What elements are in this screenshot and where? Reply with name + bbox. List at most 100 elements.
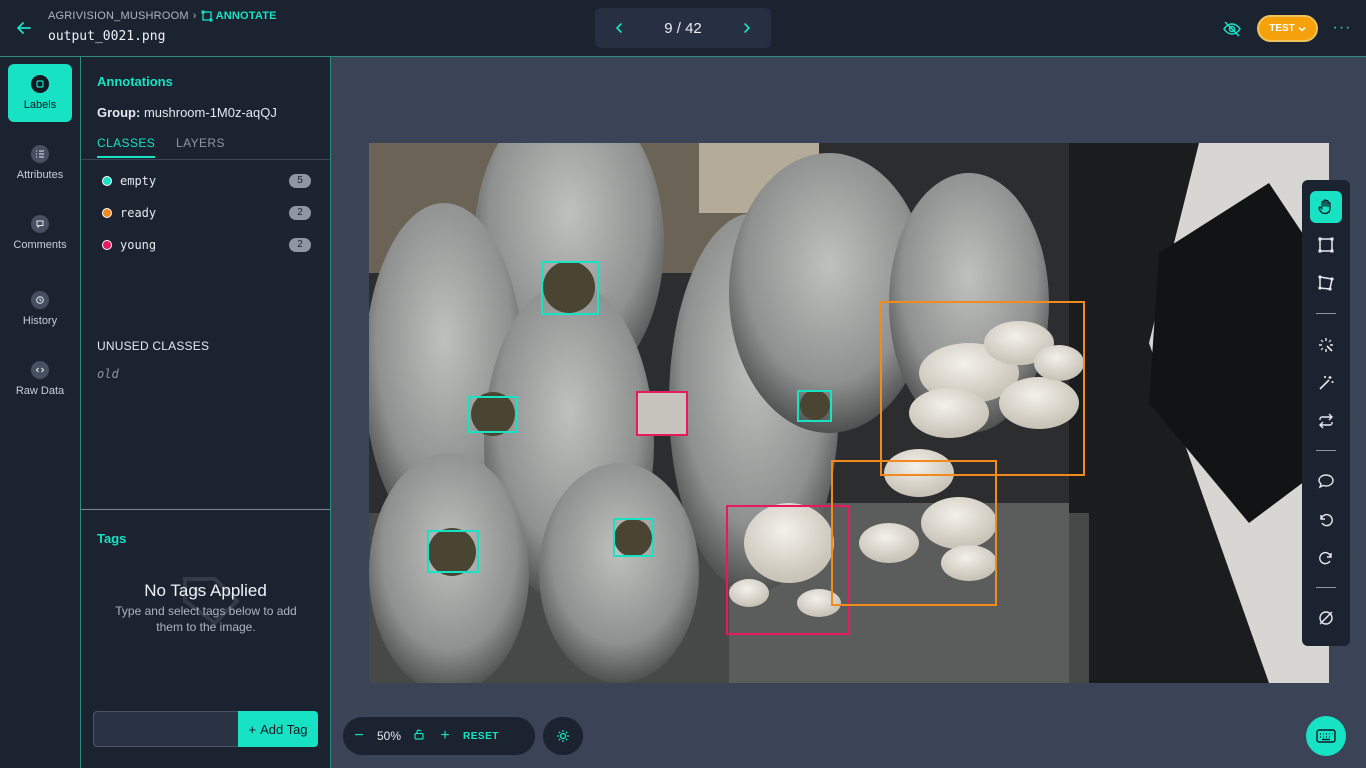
- back-arrow-icon[interactable]: [14, 18, 34, 38]
- breadcrumb-project[interactable]: AGRIVISION_MUSHROOM: [48, 10, 189, 22]
- toolbar-divider: [1316, 450, 1336, 451]
- zoom-out-button[interactable]: −: [354, 727, 364, 744]
- brightness-button[interactable]: [543, 717, 583, 755]
- add-tag-button[interactable]: + Add Tag: [238, 711, 318, 747]
- nav-comments[interactable]: Comments: [8, 204, 72, 262]
- code-icon: [31, 361, 49, 379]
- reset-zoom-button[interactable]: RESET: [463, 730, 499, 742]
- history-icon: [31, 291, 49, 309]
- next-image-button[interactable]: [737, 18, 757, 38]
- chevron-right-icon: [744, 23, 751, 33]
- nav-labels-text: Labels: [23, 99, 57, 111]
- class-count: 2: [289, 206, 311, 220]
- class-color-dot: [102, 176, 112, 186]
- tags-title: Tags: [97, 531, 127, 546]
- polygon-tool[interactable]: [1310, 267, 1342, 299]
- bbox-empty[interactable]: [797, 390, 832, 422]
- more-options-icon[interactable]: ···: [1332, 19, 1352, 36]
- tab-layers[interactable]: LAYERS: [176, 136, 225, 150]
- tag-empty-icon: [183, 577, 240, 626]
- magic-wand-icon: [1319, 376, 1334, 390]
- class-row-young[interactable]: young 2: [97, 235, 311, 255]
- class-name: ready: [120, 206, 157, 220]
- null-tool[interactable]: [1310, 602, 1342, 634]
- panel-title: Annotations: [97, 74, 173, 89]
- list-icon: [31, 145, 49, 163]
- comment-tool[interactable]: [1310, 465, 1342, 497]
- repeat-icon: [1319, 413, 1333, 429]
- pan-tool[interactable]: [1310, 191, 1342, 223]
- toolbar-divider: [1316, 313, 1336, 314]
- image-filename: output_0021.png: [48, 29, 166, 44]
- unused-classes-title: UNUSED CLASSES: [97, 339, 210, 353]
- smart-select-tool[interactable]: [1310, 329, 1342, 361]
- mushroom-photo: [369, 143, 1329, 683]
- eye-off-icon[interactable]: [1221, 18, 1243, 40]
- annotations-panel: Annotations Group: mushroom-1M0z-aqQJ CL…: [81, 57, 331, 768]
- pager-count: 9 / 42: [664, 19, 702, 37]
- sun-icon: [557, 730, 569, 742]
- class-name: empty: [120, 174, 157, 188]
- add-tag-label: Add Tag: [260, 721, 308, 737]
- bounding-box-tool[interactable]: [1310, 229, 1342, 261]
- hand-icon: [1318, 199, 1331, 215]
- bbox-ready[interactable]: [880, 301, 1085, 476]
- repeat-tool[interactable]: [1310, 405, 1342, 437]
- undo-tool[interactable]: [1310, 503, 1342, 535]
- tab-classes[interactable]: CLASSES: [97, 136, 156, 158]
- class-row-empty[interactable]: empty 5: [97, 171, 311, 191]
- bounding-box-icon: [1318, 237, 1334, 253]
- image-pager: 9 / 42: [595, 8, 771, 48]
- annotate-icon: [201, 10, 213, 22]
- dataset-split-badge[interactable]: TEST: [1257, 15, 1318, 42]
- polygon-icon: [1318, 275, 1334, 291]
- group-label: Group:: [97, 105, 141, 120]
- nav-labels[interactable]: Labels: [8, 64, 72, 122]
- divider: [81, 509, 330, 510]
- undo-icon: [1320, 513, 1333, 527]
- nav-history[interactable]: History: [8, 280, 72, 338]
- bbox-empty[interactable]: [427, 530, 479, 573]
- nav-raw-data[interactable]: Raw Data: [8, 350, 72, 408]
- redo-icon: [1319, 551, 1332, 565]
- chevron-right-icon: ›: [192, 10, 197, 22]
- chevron-left-icon: [615, 23, 622, 33]
- prev-image-button[interactable]: [609, 18, 629, 38]
- left-nav: Labels Attributes Comments History Raw D…: [0, 57, 81, 768]
- chevron-down-icon: [1298, 26, 1306, 32]
- bbox-ready[interactable]: [831, 460, 997, 606]
- class-color-dot: [102, 208, 112, 218]
- bbox-empty[interactable]: [541, 261, 599, 315]
- unused-class-old[interactable]: old: [97, 367, 119, 381]
- bbox-young[interactable]: [726, 505, 850, 635]
- mushroom-image[interactable]: [369, 143, 1329, 683]
- unlock-icon[interactable]: [411, 727, 427, 745]
- breadcrumb-annotate[interactable]: ANNOTATE: [201, 10, 277, 22]
- toolbar-divider: [1316, 587, 1336, 588]
- keyboard-shortcuts-button[interactable]: [1306, 716, 1346, 756]
- label-icon: [31, 75, 49, 93]
- breadcrumb: AGRIVISION_MUSHROOM › ANNOTATE: [48, 10, 277, 22]
- class-count: 2: [289, 238, 311, 252]
- tag-input[interactable]: [93, 711, 239, 747]
- bbox-young[interactable]: [636, 391, 688, 436]
- comment-icon: [1318, 474, 1334, 489]
- class-row-ready[interactable]: ready 2: [97, 203, 311, 223]
- magic-wand-tool[interactable]: [1310, 367, 1342, 399]
- nav-attributes[interactable]: Attributes: [8, 134, 72, 192]
- class-name: young: [120, 238, 157, 252]
- comment-icon: [31, 215, 49, 233]
- bbox-empty[interactable]: [468, 396, 518, 433]
- nav-attributes-text: Attributes: [16, 169, 64, 181]
- no-tags-subtitle: Type and select tags below to add them t…: [115, 604, 297, 634]
- breadcrumb-annotate-label: ANNOTATE: [215, 10, 277, 22]
- nav-raw-data-text: Raw Data: [15, 385, 65, 397]
- zoom-in-button[interactable]: +: [440, 727, 450, 744]
- group-value: mushroom-1M0z-aqQJ: [143, 105, 277, 120]
- zoom-level: 50%: [377, 729, 402, 743]
- bbox-empty[interactable]: [613, 518, 654, 557]
- zoom-controls: − 50% + RESET: [343, 717, 535, 755]
- redo-tool[interactable]: [1310, 541, 1342, 573]
- keyboard-icon: [1316, 729, 1336, 743]
- sparkle-select-icon: [1319, 338, 1333, 352]
